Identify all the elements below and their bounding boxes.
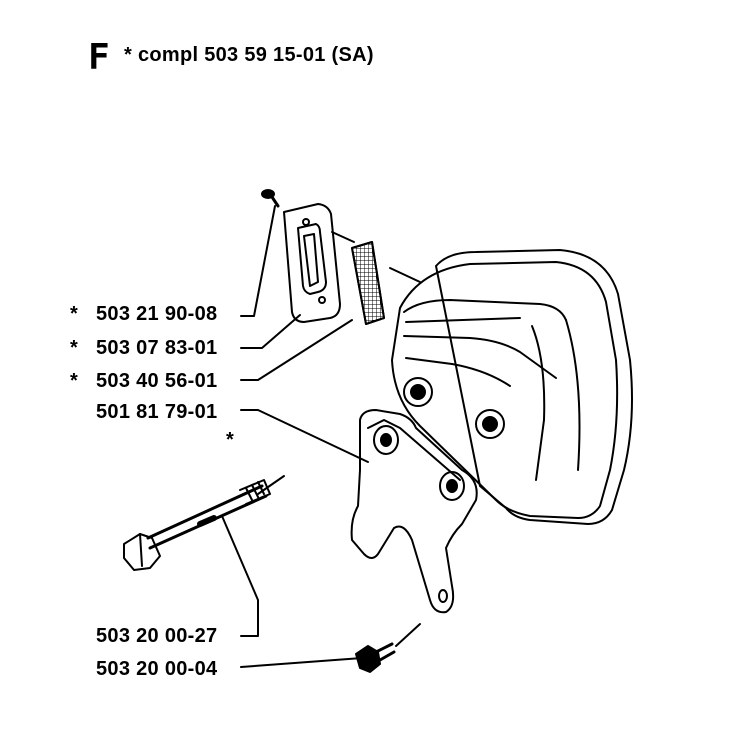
small-screw-icon: [355, 642, 396, 673]
callout-label-small-screw: 503 20 00-04: [96, 658, 218, 680]
callout-label-screw: 503 21 90-08: [96, 303, 218, 325]
bracket-icon: [350, 409, 478, 614]
bolt-icon: [123, 479, 271, 571]
assembly-number: * compl 503 59 15-01 (SA): [124, 44, 374, 66]
section-letter: F: [88, 37, 110, 78]
callout-label-bracket: 501 81 79-01: [96, 401, 218, 423]
callout-label-bolt: 503 20 00-27: [96, 625, 218, 647]
callout-star: *: [70, 370, 78, 392]
callout-star: *: [226, 429, 234, 451]
callout-label-spark-screen: 503 40 56-01: [96, 370, 218, 392]
callout-star: *: [70, 337, 78, 359]
callout-star: *: [70, 303, 78, 325]
muffler-icon: [391, 249, 633, 525]
spark-screen-icon: [351, 241, 385, 325]
gasket-icon: [283, 203, 341, 323]
screw-icon: [261, 189, 280, 208]
callout-label-gasket: 503 07 83-01: [96, 337, 218, 359]
